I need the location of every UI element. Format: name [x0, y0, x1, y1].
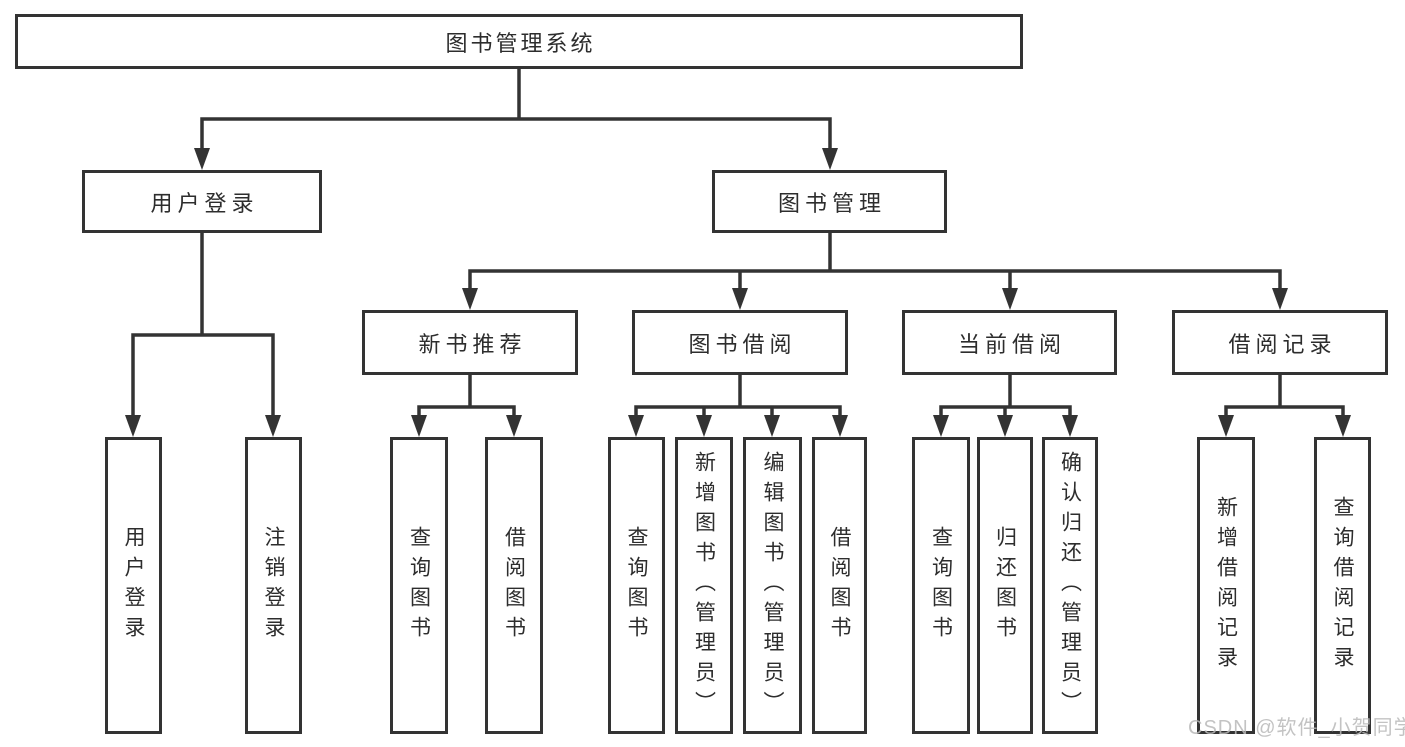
node-label: 确认归还（管理员） — [1058, 450, 1082, 721]
leaf-query-books-current: 查询图书 — [912, 437, 970, 734]
node-library-management-system: 图书管理系统 — [15, 14, 1023, 69]
arrowhead — [194, 148, 210, 170]
arrowhead — [822, 148, 838, 170]
node-label: 图书管理 — [777, 190, 886, 216]
arrowhead — [265, 415, 281, 437]
arrowhead — [732, 288, 748, 310]
arrowhead — [462, 288, 478, 310]
arrowhead — [1272, 288, 1288, 310]
leaf-query-borrow-record: 查询借阅记录 — [1314, 437, 1371, 734]
arrowhead — [1062, 415, 1078, 437]
leaf-edit-books-admin: 编辑图书（管理员） — [743, 437, 802, 734]
node-label: 用户登录 — [150, 190, 259, 216]
node-label: 新增图书（管理员） — [692, 450, 716, 721]
node-label: 新书推荐 — [418, 331, 527, 357]
node-label: 归还图书 — [993, 525, 1017, 646]
arrowhead — [764, 415, 780, 437]
leaf-query-books-borrow: 查询图书 — [608, 437, 665, 734]
arrowhead — [411, 415, 427, 437]
node-label: 查询图书 — [929, 525, 953, 646]
node-current-borrowing: 当前借阅 — [902, 310, 1117, 375]
leaf-borrow-books-recommend: 借阅图书 — [485, 437, 543, 734]
arrowhead — [832, 415, 848, 437]
arrowhead — [933, 415, 949, 437]
leaf-borrow-books: 借阅图书 — [812, 437, 867, 734]
arrowhead — [125, 415, 141, 437]
leaf-return-books: 归还图书 — [977, 437, 1033, 734]
csdn-watermark: CSDN @软件_小贺同学 — [1188, 717, 1405, 739]
node-label: 查询借阅记录 — [1331, 495, 1354, 676]
node-new-book-recommendation: 新书推荐 — [362, 310, 578, 375]
arrowhead — [628, 415, 644, 437]
leaf-logout: 注销登录 — [245, 437, 302, 734]
node-label: 借阅图书 — [502, 525, 526, 646]
arrowhead — [506, 415, 522, 437]
arrowhead — [696, 415, 712, 437]
node-label: 借阅图书 — [828, 525, 851, 646]
arrowhead — [1218, 415, 1234, 437]
node-label: 借阅记录 — [1228, 331, 1337, 357]
node-book-management: 图书管理 — [712, 170, 947, 233]
arrowhead — [997, 415, 1013, 437]
node-label: 注销登录 — [262, 525, 285, 646]
leaf-user-login: 用户登录 — [105, 437, 162, 734]
leaf-add-borrow-record: 新增借阅记录 — [1197, 437, 1255, 734]
leaf-add-books-admin: 新增图书（管理员） — [675, 437, 733, 734]
node-label: 图书借阅 — [688, 331, 797, 357]
node-user-login: 用户登录 — [82, 170, 322, 233]
node-label: 查询图书 — [625, 525, 648, 646]
arrowheads — [125, 148, 1351, 437]
node-label: 新增借阅记录 — [1214, 495, 1238, 676]
arrowhead — [1335, 415, 1351, 437]
connector-lines — [131, 67, 1345, 422]
node-label: 编辑图书（管理员） — [761, 450, 784, 721]
leaf-confirm-return-admin: 确认归还（管理员） — [1042, 437, 1098, 734]
node-book-borrowing: 图书借阅 — [632, 310, 848, 375]
node-label: 图书管理系统 — [445, 30, 596, 56]
leaf-query-books-recommend: 查询图书 — [390, 437, 448, 734]
node-label: 用户登录 — [122, 525, 145, 646]
arrowhead — [1002, 288, 1018, 310]
node-label: 当前借阅 — [957, 331, 1066, 357]
node-label: 查询图书 — [407, 525, 431, 646]
node-borrowing-records: 借阅记录 — [1172, 310, 1388, 375]
